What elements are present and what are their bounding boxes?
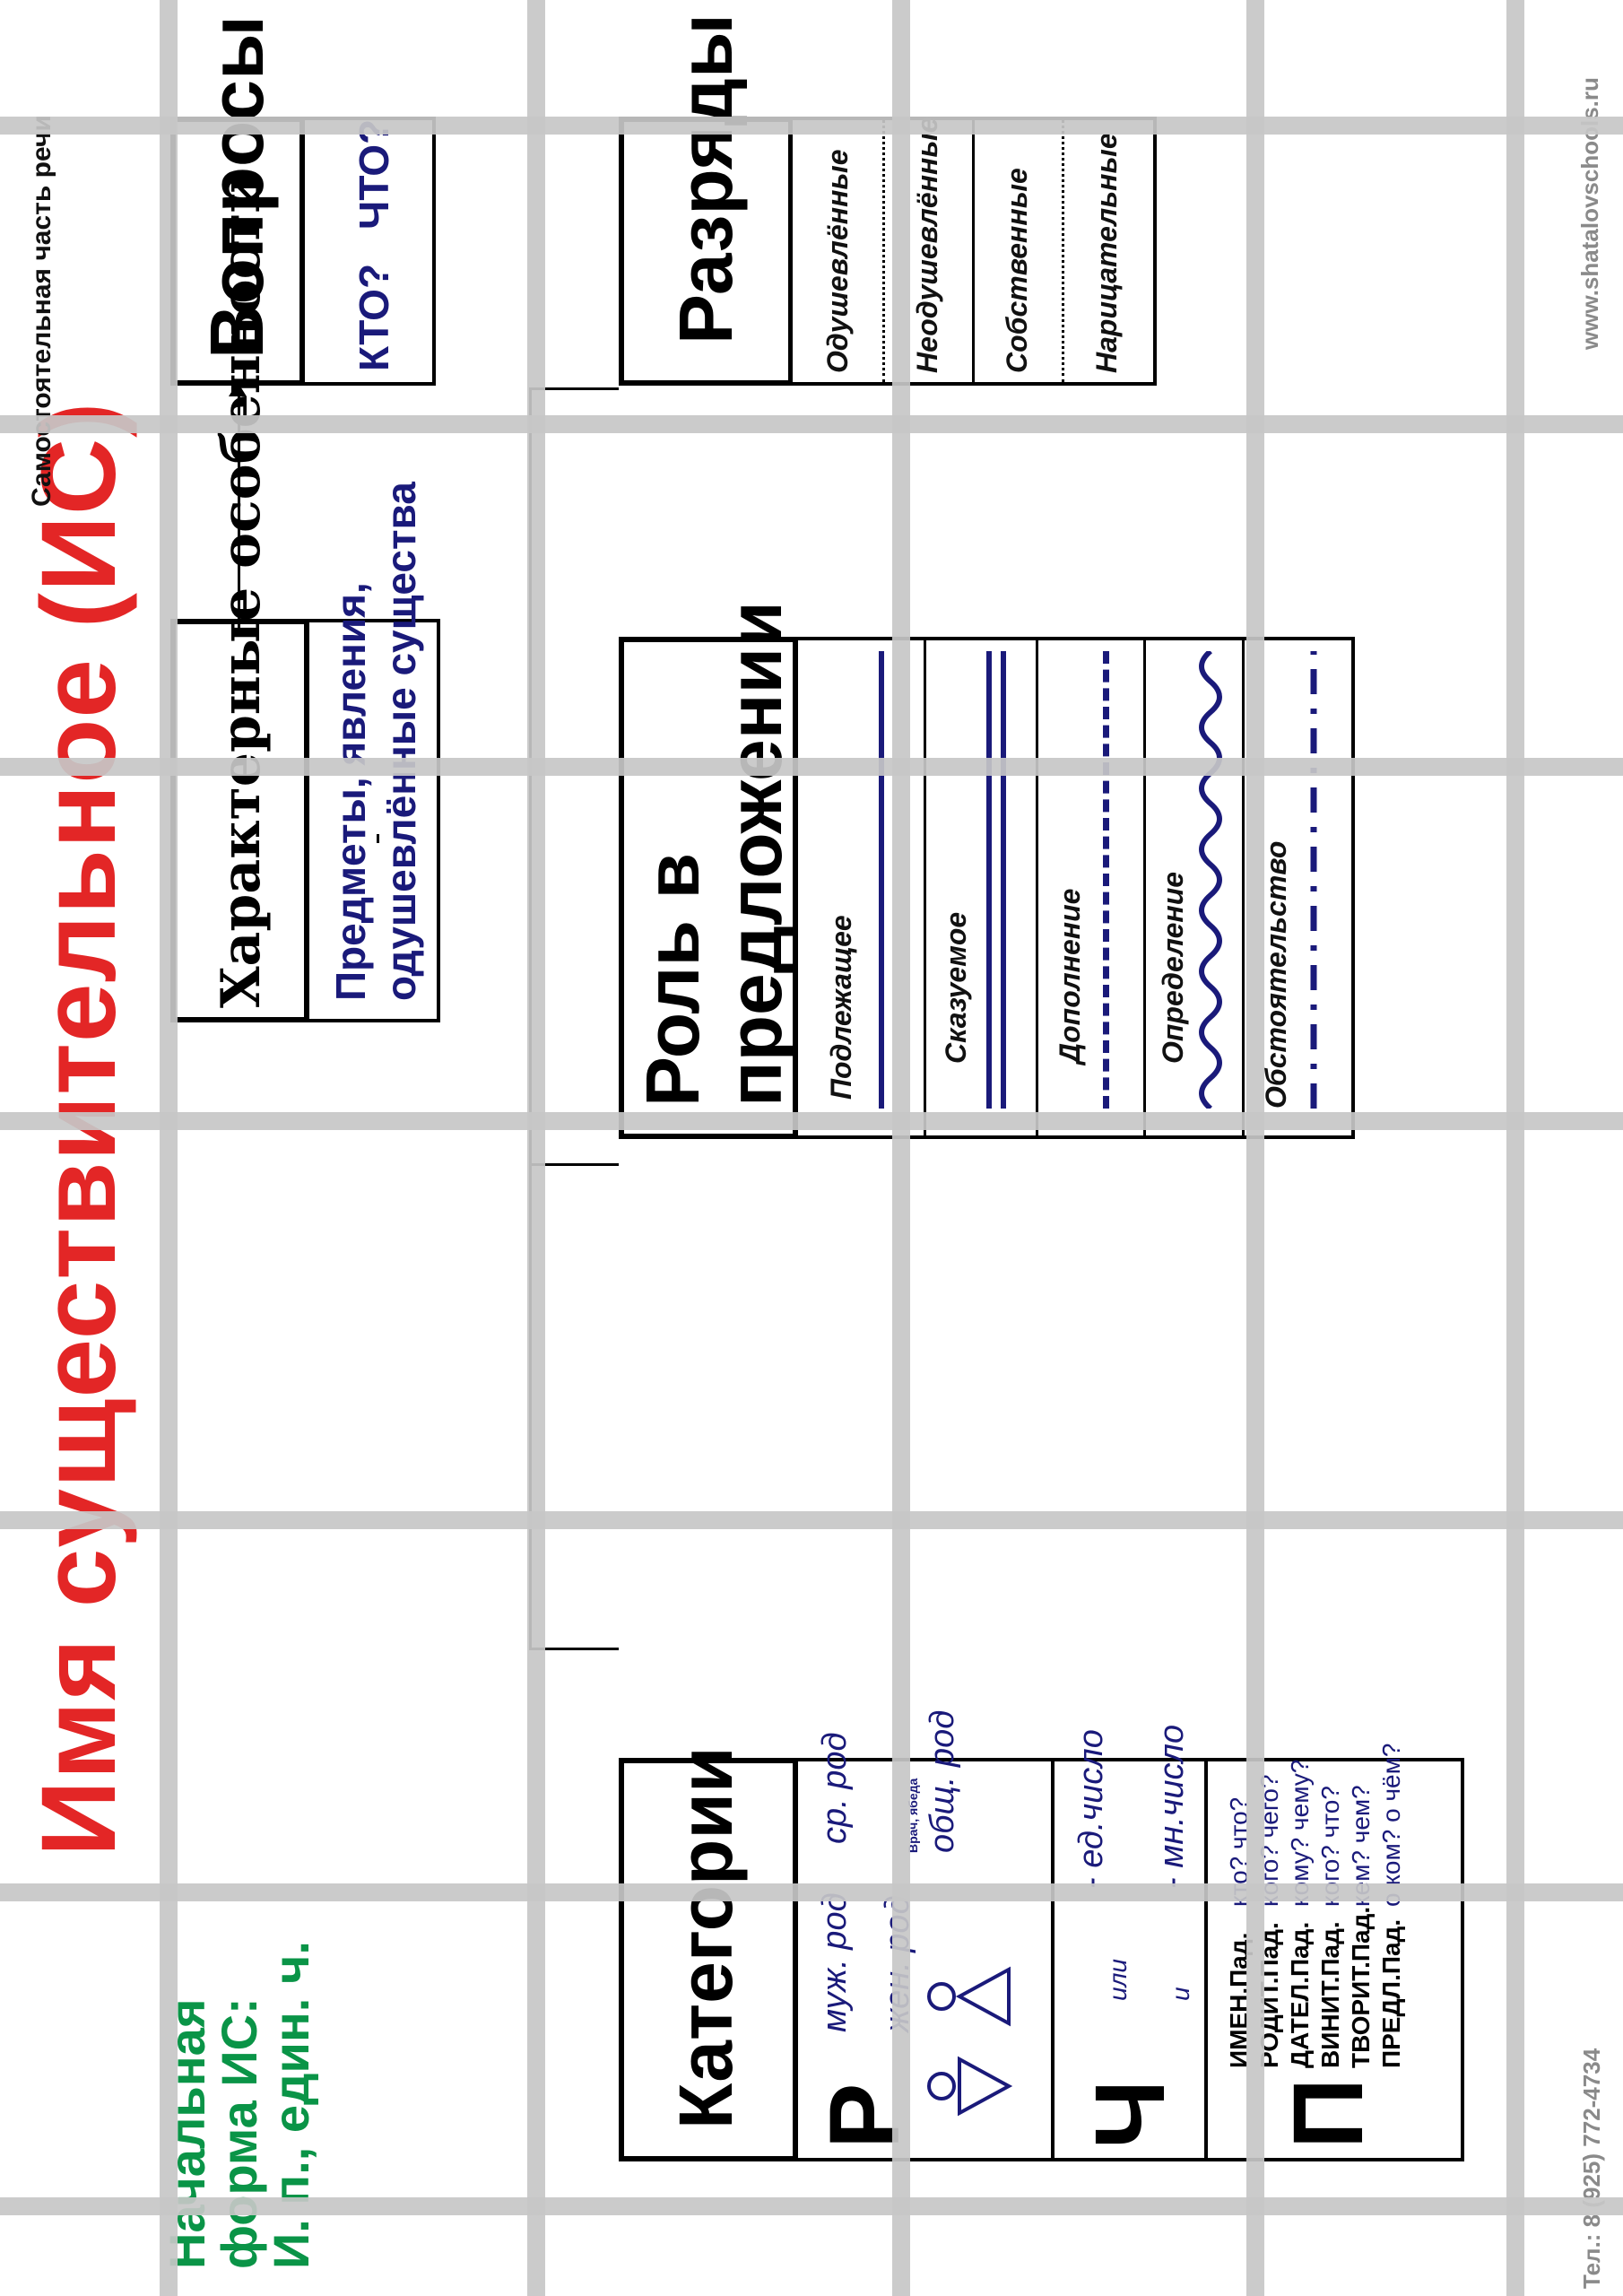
grid-line (0, 1511, 1623, 1529)
grid-line (1506, 0, 1524, 2296)
grid-line (0, 117, 1623, 135)
rank-inanimate: Неодушевлённые (911, 117, 943, 373)
number-or: или (1104, 1959, 1132, 2001)
ranks-header: Разряды (664, 13, 748, 344)
case-row-name: ПРЕДЛ.Пад. (1377, 1918, 1405, 2068)
gender-neut: ср. род (816, 1732, 854, 1844)
double-underline (1001, 651, 1006, 1109)
categories-header-box: Категории (619, 1746, 798, 2161)
grid-line (1246, 0, 1264, 2296)
case-row-question: о ком? о чём? (1377, 1743, 1405, 1907)
rank-animate: Одушевлённые (821, 149, 854, 373)
dashed-underline (1103, 651, 1109, 1109)
role-row: Дополнение (1036, 640, 1146, 1135)
initial-form-line: форма ИС: (211, 1997, 267, 2269)
initial-form-line: И. п., един. ч. (263, 1941, 319, 2269)
initial-form: Начальная форма ИС: И. п., един. ч. (159, 1941, 319, 2269)
gender-figures-icon (927, 1966, 1013, 2117)
rank-proper: Собственные (1001, 168, 1033, 373)
case-box: П ИМЕН.Пад. РОДИТ.Пад. ДАТЕЛ.Пад. ВИНИТ.… (1204, 1744, 1464, 2161)
features-box: Предметы, явления, одушевлённые существа (306, 482, 440, 1022)
features-text: Предметы, явления, одушевлённые существа (325, 482, 426, 1001)
rank-common: Нарицательные (1090, 133, 1123, 373)
role-adverbial: Обстоятельство (1260, 840, 1292, 1109)
single-underline (879, 651, 884, 1109)
role-row: Обстоятельство (1242, 640, 1350, 1135)
role-row: Определение (1143, 640, 1245, 1135)
case-row-name: ВИНИТ.Пад. (1316, 1921, 1344, 2068)
question-what: ЧТО? (351, 118, 397, 230)
case-row-name: ДАТЕЛ.Пад. (1286, 1921, 1314, 2068)
gender-box: Р муж. род жен. род ср. род общ. род Вра… (794, 1710, 1055, 2161)
case-row-question: кого? что? (1316, 1786, 1344, 1907)
case-row-question: кем? чем? (1347, 1785, 1375, 1907)
number-and: и (1167, 1987, 1194, 2001)
dash-dot-underline (1310, 651, 1317, 1109)
page-subtitle: Самостоятельная часть речи (27, 115, 56, 507)
number-box: Ч - ед.число - мн.число или и (1051, 1725, 1208, 2161)
gender-masc: муж. род (816, 1892, 854, 2032)
role-box: Подлежащее Сказуемое Дополнение Определе… (794, 637, 1355, 1139)
footer-phone: Тел.: 8 (925) 772-4734 (1578, 2048, 1605, 2289)
role-subject: Подлежащее (825, 915, 857, 1100)
number-singular: - ед.число (1072, 1729, 1110, 1889)
role-header-line: предложении (713, 601, 797, 1107)
case-row-name: ТВОРИТ.Пад. (1347, 1906, 1375, 2068)
dashed-connector (377, 834, 379, 843)
questions-box: КТО? ЧТО? (301, 117, 436, 386)
ranks-header-box: Разряды (619, 13, 794, 386)
grid-line (0, 758, 1623, 776)
wavy-underline (1199, 651, 1222, 1109)
role-attribute: Определение (1157, 871, 1189, 1064)
case-row-question: кому? чему? (1286, 1759, 1314, 1907)
grid-line (527, 0, 545, 2296)
role-header-line: Роль в (630, 852, 715, 1107)
grid-line (892, 0, 910, 2296)
case-letter: П (1273, 2077, 1384, 2149)
role-header: Роль в предложении (630, 601, 797, 1107)
grid-line (0, 2197, 1623, 2215)
categories-header: Категории (664, 1746, 748, 2129)
role-object: Дополнение (1054, 888, 1086, 1064)
features-text-line: Предметы, явления, (327, 582, 374, 1001)
features-header-box: Характерные особенности (170, 173, 309, 1022)
grid-line (0, 1883, 1623, 1901)
features-text-line: одушевлённые существа (378, 482, 424, 1001)
role-predicate: Сказуемое (940, 911, 972, 1064)
double-underline (986, 651, 992, 1109)
grid-line (0, 1112, 1623, 1130)
question-who: КТО? (351, 263, 397, 371)
role-row: Сказуемое (924, 640, 1038, 1135)
arrow-head (229, 382, 247, 396)
number-plural: - мн.число (1153, 1724, 1191, 1889)
number-letter: Ч (1075, 2079, 1185, 2149)
features-header: Характерные особенности (210, 173, 273, 1008)
ranks-box: Одушевлённые Неодушевлённые Собственные … (789, 117, 1157, 386)
role-header-box: Роль в предложении (619, 601, 798, 1139)
grid-line (0, 415, 1623, 433)
grid-line (160, 0, 178, 2296)
